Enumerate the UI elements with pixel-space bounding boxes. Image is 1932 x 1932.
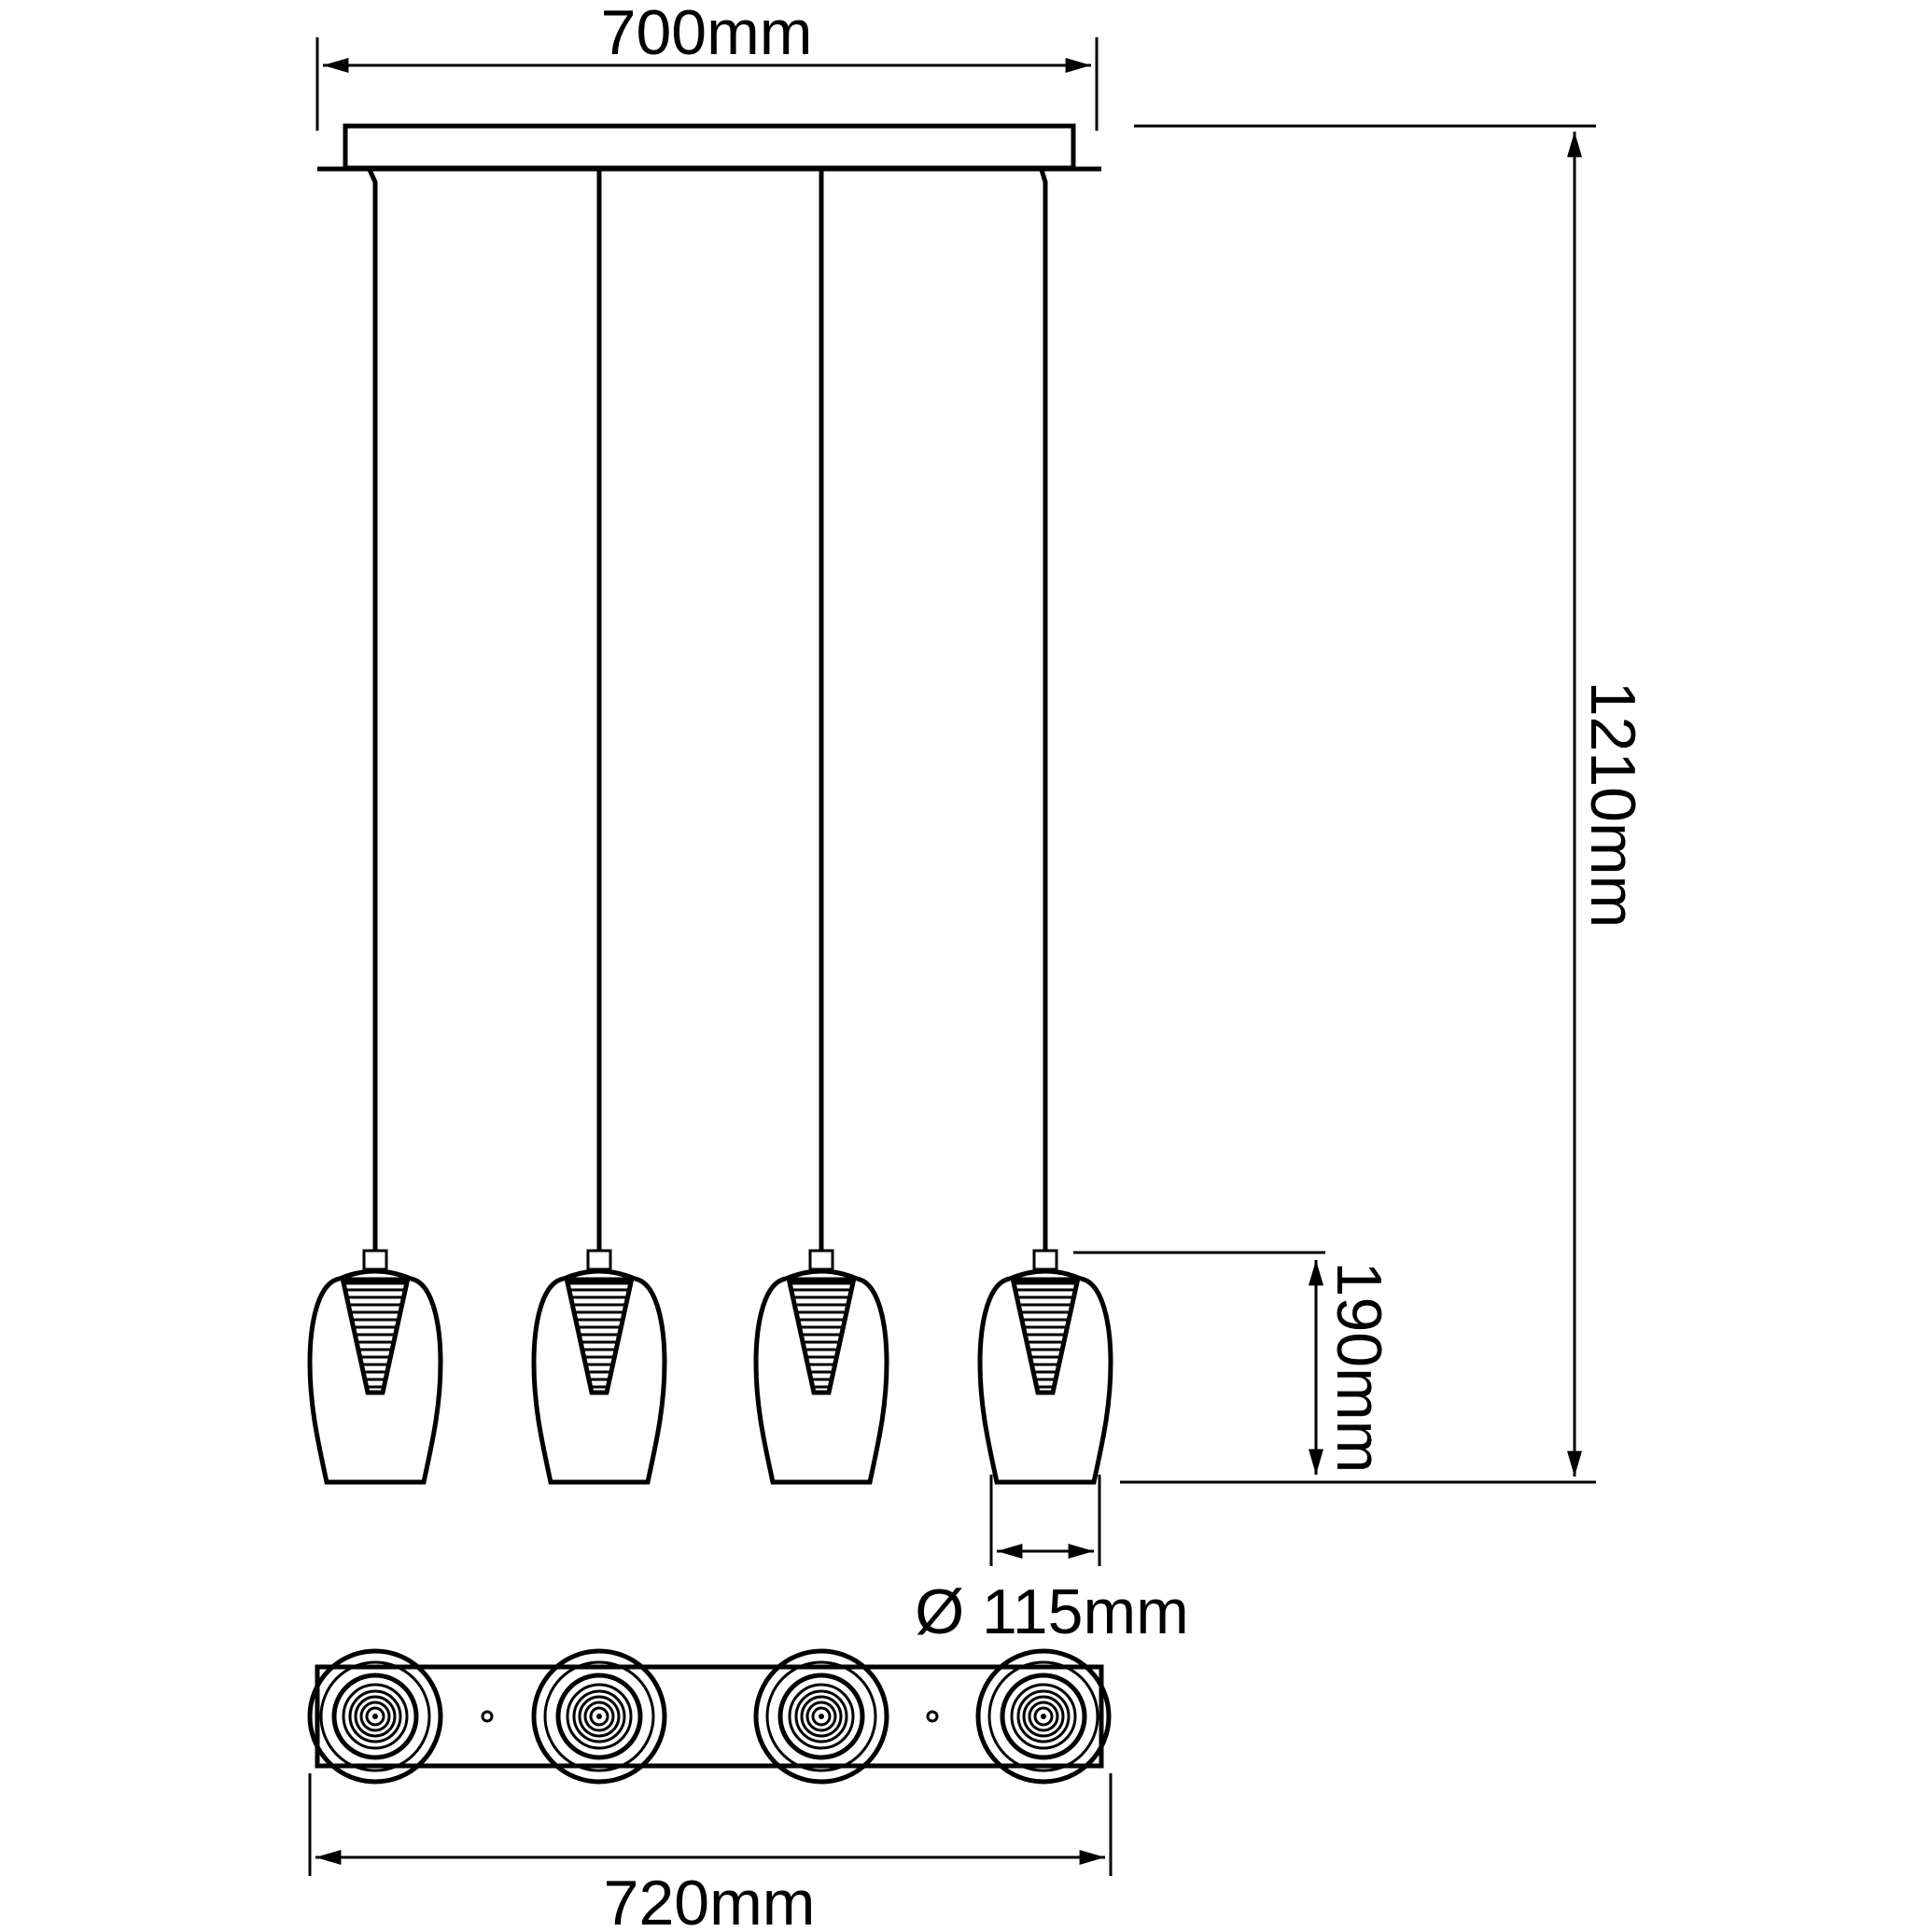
total-height-label: 1210mm	[1577, 681, 1648, 929]
canopy	[317, 123, 1101, 172]
pendant-shade-1	[310, 1251, 441, 1482]
pendant-shade-4	[980, 1251, 1111, 1482]
top-width-label: 700mm	[601, 0, 813, 68]
plan-ring-4	[978, 1651, 1109, 1782]
cords	[367, 168, 1048, 1251]
bottom-width-label: 720mm	[604, 1868, 816, 1932]
pendant-shade-3	[756, 1251, 887, 1482]
pendant-shades	[310, 1251, 1111, 1482]
plan-view	[310, 1651, 1109, 1782]
plan-ring-2	[534, 1651, 665, 1782]
shade-height-dimension: 190mm	[1073, 1251, 1394, 1475]
shade-diameter-dimension: Ø 115mm	[915, 1475, 1189, 1647]
plan-ring-3	[756, 1651, 887, 1782]
shade-height-label: 190mm	[1323, 1262, 1394, 1474]
top-width-dimension: 700mm	[315, 0, 1099, 131]
plan-ring-1	[310, 1651, 441, 1782]
shade-diameter-label: Ø 115mm	[915, 1576, 1188, 1647]
bottom-width-dimension: 720mm	[308, 1773, 1113, 1932]
pendant-shade-2	[534, 1251, 665, 1482]
total-height-dimension: 1210mm	[1120, 124, 1648, 1484]
